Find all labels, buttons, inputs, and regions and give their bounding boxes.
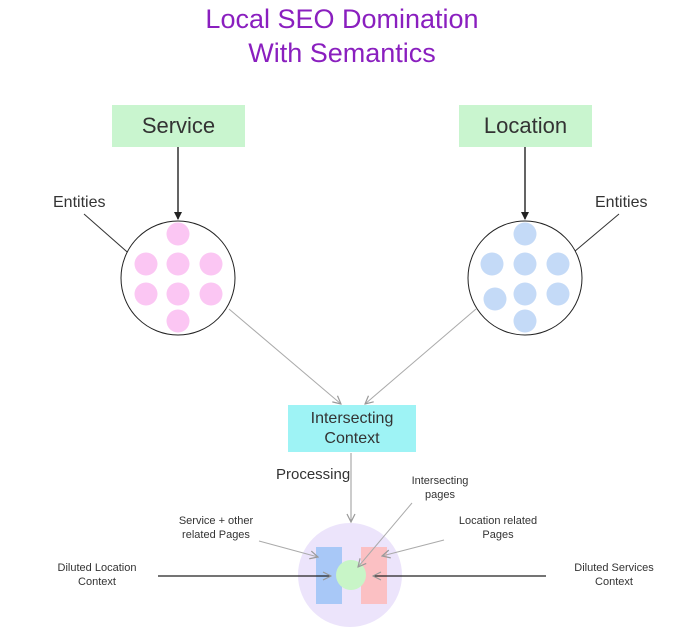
title-line-1: Local SEO Domination <box>205 4 479 34</box>
processing-label: Processing <box>276 466 351 483</box>
service-entity-dot <box>134 282 158 306</box>
location-entity-dot <box>546 252 570 276</box>
service-entities-circle <box>120 220 236 336</box>
service-entity-dot <box>166 309 190 333</box>
location-related-line-2: Pages <box>482 529 514 541</box>
intersecting-context-box: Intersecting Context <box>288 405 416 452</box>
service-to-intersect-arrow <box>228 308 341 404</box>
diluted-services-line-2: Context <box>595 576 633 588</box>
result-group <box>298 523 402 627</box>
location-entity-dot <box>483 287 507 311</box>
location-related-line-1: Location related <box>458 515 538 527</box>
service-related-label: Service + other related Pages <box>168 514 264 542</box>
service-entity-dot <box>166 252 190 276</box>
diluted-services-label: Diluted Services Context <box>562 561 666 589</box>
entities-right-pointer <box>568 213 620 257</box>
service-entity-dot <box>166 222 190 246</box>
service-box: Service <box>112 105 245 147</box>
service-entity-dot <box>166 282 190 306</box>
location-entity-dot <box>546 282 570 306</box>
intersecting-context-line-1: Intersecting <box>310 409 394 427</box>
location-related-pointer <box>382 539 445 556</box>
diluted-location-line-2: Context <box>78 576 116 588</box>
location-entity-dot <box>480 252 504 276</box>
service-related-line-2: related Pages <box>182 529 250 541</box>
diluted-location-label: Diluted Location Context <box>46 561 148 589</box>
location-entities-group <box>467 220 583 336</box>
location-related-label: Location related Pages <box>446 514 550 542</box>
intersecting-pages-line-1: Intersecting <box>411 475 469 487</box>
intersecting-context-line-2: Context <box>324 429 380 447</box>
service-entity-dot <box>199 282 223 306</box>
entities-right-label: Entities <box>595 194 648 211</box>
title-line-2: With Semantics <box>248 38 436 68</box>
service-entity-dot <box>199 252 223 276</box>
location-entity-dot <box>513 222 537 246</box>
location-entity-dot <box>513 309 537 333</box>
entities-left-label: Entities <box>53 194 106 211</box>
intersecting-pages-label: Intersecting pages <box>398 474 482 502</box>
location-entity-dot <box>513 252 537 276</box>
service-entities-group <box>120 220 236 336</box>
service-related-pointer <box>258 540 318 557</box>
intersecting-pages-line-2: pages <box>425 489 455 501</box>
service-related-line-1: Service + other <box>178 515 254 527</box>
location-entity-dot <box>513 282 537 306</box>
diluted-location-line-1: Diluted Location <box>57 562 137 574</box>
intersecting-pages-pointer <box>358 502 413 567</box>
entities-left-pointer <box>83 213 134 258</box>
location-box: Location <box>459 105 592 147</box>
location-to-intersect-arrow <box>365 308 477 404</box>
service-entity-dot <box>134 252 158 276</box>
intersecting-pages-dot <box>336 560 366 590</box>
diluted-services-line-1: Diluted Services <box>574 562 654 574</box>
